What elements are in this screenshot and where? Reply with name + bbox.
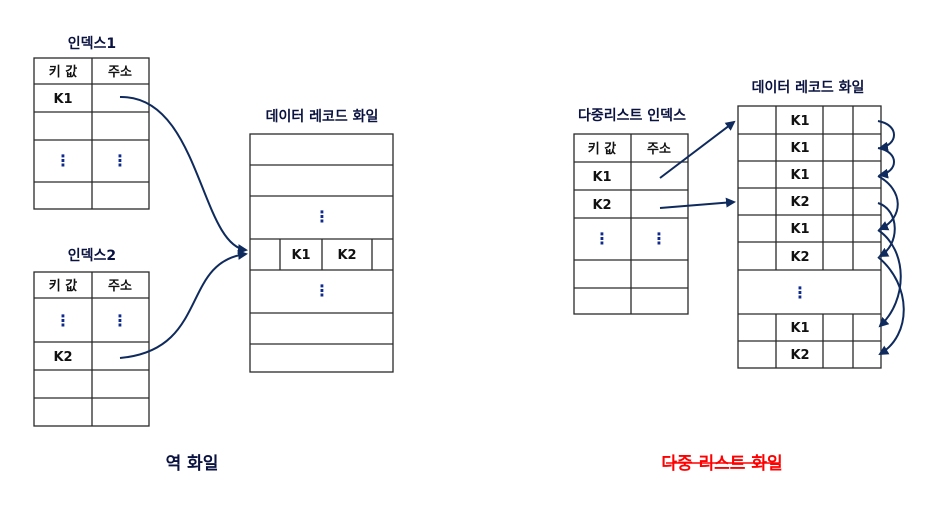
multilist-index-table: [573, 133, 689, 315]
left-data-dots-top: ⋮: [314, 207, 330, 226]
left-caption: 역 화일: [166, 454, 219, 474]
right-data-row-3: K1: [790, 168, 809, 183]
right-data-row-6: K2: [790, 250, 809, 265]
left-data-cell-k1: K1: [291, 248, 310, 263]
index1-table: [33, 57, 150, 210]
multilist-dots-addr: ⋮: [651, 229, 667, 248]
k1-chain-arrows: [877, 120, 902, 328]
index1-dots-addr: ⋮: [112, 151, 128, 170]
left-data-dots-bottom: ⋮: [314, 281, 330, 300]
k2-chain-arrows: [877, 202, 905, 356]
multilist-header-key: 키 값: [588, 141, 616, 157]
index2-table: [33, 271, 150, 427]
multilist-row1-key: K1: [592, 170, 611, 185]
multilist-k1-pointer-arrow: [659, 120, 736, 179]
index2-header-addr: 주소: [108, 279, 132, 294]
index1-header-addr: 주소: [108, 65, 132, 80]
left-data-file-title: 데이터 레코드 화일: [266, 108, 379, 125]
multilist-index-title: 다중리스트 인덱스: [578, 107, 686, 124]
multilist-row2-key: K2: [592, 198, 611, 213]
right-data-row-7: K1: [790, 321, 809, 336]
left-data-file-table: [249, 133, 394, 373]
right-data-file-table: [737, 105, 882, 369]
index2-title: 인덱스2: [68, 247, 116, 264]
right-data-row-2: K1: [790, 141, 809, 156]
right-data-row-4: K2: [790, 195, 809, 210]
index1-row-key: K1: [53, 92, 72, 107]
index1-title: 인덱스1: [68, 35, 116, 52]
right-data-row-8: K2: [790, 348, 809, 363]
right-data-row-5: K1: [790, 222, 809, 237]
index2-pointer-arrow: [119, 250, 248, 359]
right-data-dots: ⋮: [792, 283, 808, 302]
right-caption: 다중 리스트 화일: [661, 454, 782, 474]
index2-row-key: K2: [53, 350, 72, 365]
right-data-row-1: K1: [790, 114, 809, 129]
index2-header-key: 키 값: [49, 278, 77, 294]
index1-header-key: 키 값: [49, 64, 77, 80]
left-data-cell-k2: K2: [337, 248, 356, 263]
multilist-k2-pointer-arrow: [659, 197, 736, 209]
right-data-file-title: 데이터 레코드 화일: [752, 79, 865, 96]
multilist-dots-key: ⋮: [594, 229, 610, 248]
index2-dots-key: ⋮: [55, 311, 71, 330]
index1-dots-key: ⋮: [55, 151, 71, 170]
multilist-header-addr: 주소: [647, 142, 671, 157]
index2-dots-addr: ⋮: [112, 311, 128, 330]
index1-pointer-arrow: [119, 95, 248, 255]
